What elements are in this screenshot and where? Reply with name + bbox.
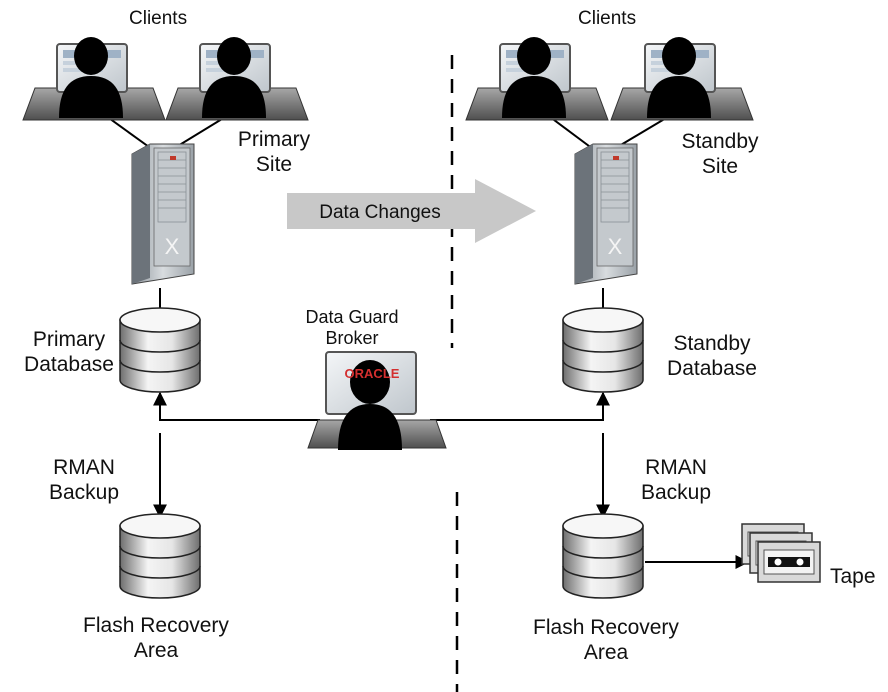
standby-server-mark: X xyxy=(608,234,623,259)
client-workstation-right-2 xyxy=(610,36,754,121)
flash-recovery-left-icon xyxy=(119,513,201,599)
standby-database-line-2: Database xyxy=(667,356,757,380)
client-workstation-left-2 xyxy=(165,36,309,121)
primary-database-icon xyxy=(119,307,201,393)
standby-server xyxy=(574,143,638,285)
primary-database-line-1: Primary xyxy=(32,328,106,351)
primary-site-line-2: Site xyxy=(255,152,293,176)
tape-label: Tape xyxy=(830,565,876,588)
standby-site-line-2: Site xyxy=(701,154,739,178)
primary-database-line-2: Database xyxy=(24,352,114,376)
broker-line-1: Data Guard xyxy=(305,307,399,327)
standby-database-label: Standby Database xyxy=(656,332,768,382)
data-changes-label: Data Changes xyxy=(319,202,440,223)
standby-database-line-1: Standby xyxy=(673,332,751,355)
primary-server-mark: X xyxy=(165,234,180,259)
primary-site-label: Primary Site xyxy=(228,128,320,178)
standby-site-label: Standby Site xyxy=(672,130,768,180)
flash-recovery-label-left: Flash Recovery Area xyxy=(66,614,246,664)
rman-left-line-1: RMAN xyxy=(53,456,115,479)
client-workstation-left-1 xyxy=(22,36,166,121)
clients-label-left: Clients xyxy=(129,8,188,29)
tape-cartridge-front xyxy=(757,541,821,583)
flash-right-line-1: Flash Recovery xyxy=(533,616,679,639)
primary-database-label: Primary Database xyxy=(14,328,124,378)
flash-recovery-right-icon xyxy=(562,513,644,599)
data-changes-arrow xyxy=(287,179,536,243)
flash-right-line-2: Area xyxy=(583,640,629,664)
standby-site-line-1: Standby xyxy=(681,130,759,153)
flash-recovery-label-right: Flash Recovery Area xyxy=(516,616,696,666)
clients-label-right: Clients xyxy=(578,8,637,29)
broker-label: Data Guard Broker xyxy=(292,307,412,349)
rman-left-line-2: Backup xyxy=(48,480,120,504)
rman-right-line-1: RMAN xyxy=(645,456,707,479)
rman-backup-label-right: RMAN Backup xyxy=(626,456,726,506)
standby-database-icon xyxy=(562,307,644,393)
primary-site-line-1: Primary xyxy=(237,128,311,151)
rman-backup-label-left: RMAN Backup xyxy=(34,456,134,506)
oracle-logo: ORACLE xyxy=(345,366,400,381)
rman-right-line-2: Backup xyxy=(640,480,712,504)
flash-left-line-1: Flash Recovery xyxy=(83,614,229,637)
broker-workstation xyxy=(307,351,447,450)
broker-line-2: Broker xyxy=(325,328,379,349)
primary-server xyxy=(131,143,195,285)
flash-left-line-2: Area xyxy=(133,638,179,662)
client-workstation-right-1 xyxy=(465,36,609,121)
